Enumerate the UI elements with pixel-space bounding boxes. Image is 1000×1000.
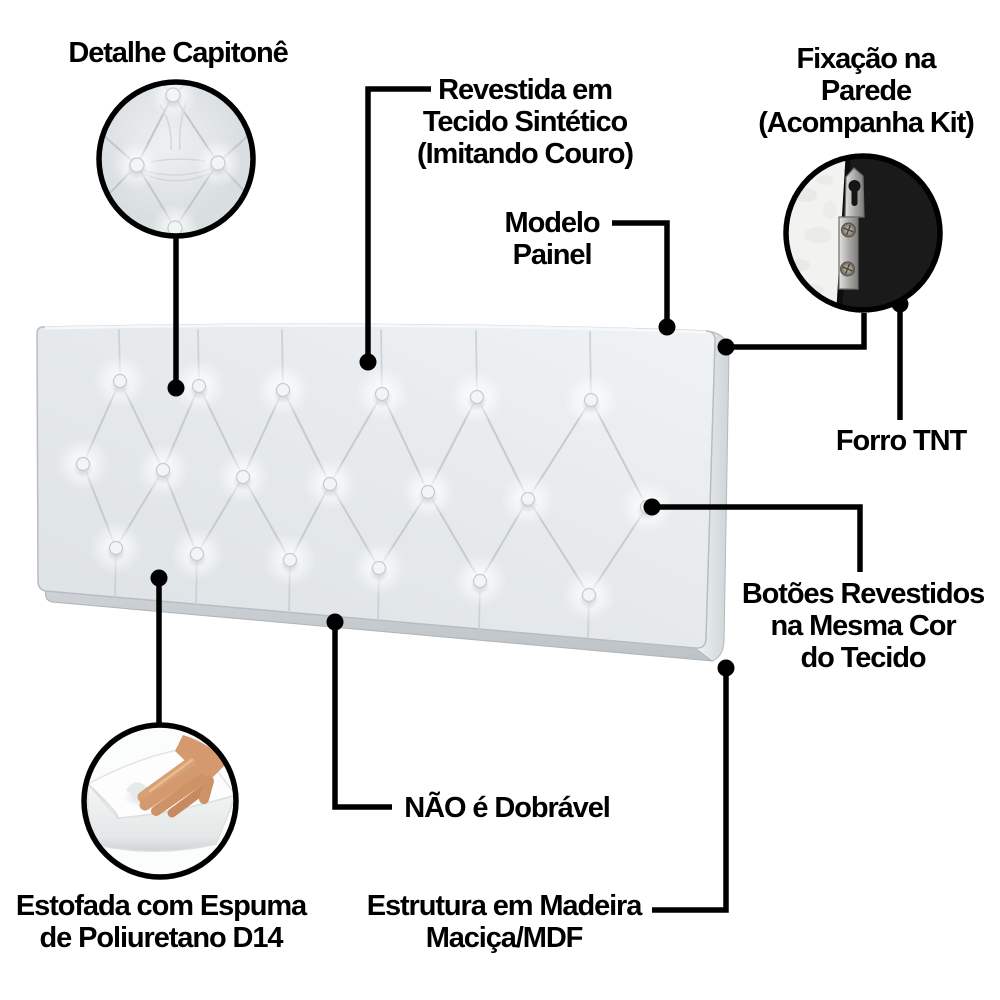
leader-botoes bbox=[652, 504, 863, 572]
label-line: NÃO é Dobrável bbox=[404, 792, 610, 824]
anchor-dot bbox=[167, 379, 185, 397]
fabric-covered-button bbox=[469, 389, 485, 405]
label-line: Detalhe Capitonê bbox=[68, 37, 288, 69]
label-line: Forro TNT bbox=[835, 425, 967, 457]
hand-finger bbox=[151, 774, 207, 816]
label-line: Revestida em bbox=[438, 74, 613, 106]
keyhole-bracket bbox=[838, 167, 865, 290]
leader-nao bbox=[332, 622, 392, 810]
anchor-dot bbox=[359, 353, 377, 371]
tufting-crease-lines bbox=[82, 380, 648, 508]
label-line: Botões Revestidos bbox=[741, 578, 985, 610]
fabric-covered-button bbox=[472, 573, 488, 589]
tufting-crease-lines bbox=[82, 463, 648, 596]
hand-thumb bbox=[199, 776, 214, 804]
hand-highlight bbox=[148, 758, 194, 793]
fabric-covered-button bbox=[520, 491, 536, 507]
fabric-covered-button bbox=[165, 87, 181, 103]
fabric-covered-button bbox=[235, 469, 251, 485]
label-line: Tecido Sintético bbox=[422, 106, 628, 138]
fabric-covered-button bbox=[282, 552, 298, 568]
callout-label-detalhe-capitone: Detalhe Capitonê bbox=[68, 37, 288, 69]
label-line: Painel bbox=[512, 239, 593, 271]
fabric-covered-button bbox=[167, 220, 183, 236]
headboard-illustration bbox=[36, 323, 730, 662]
anchor-dot bbox=[326, 613, 344, 631]
inset-tufting-buttons bbox=[113, 82, 242, 236]
label-line: Fixação na bbox=[796, 43, 937, 75]
fabric-covered-button bbox=[322, 476, 338, 492]
callout-leader-lines bbox=[156, 86, 903, 913]
leader-revestida bbox=[365, 86, 431, 362]
callout-label-forro-tnt: Forro TNT bbox=[835, 425, 967, 457]
fabric-covered-button bbox=[275, 382, 291, 398]
keyhole-slot bbox=[851, 186, 858, 207]
anchor-dot bbox=[150, 569, 168, 587]
inset-ring bbox=[81, 722, 239, 880]
screw-slot bbox=[842, 263, 853, 275]
label-line: Estrutura em Madeira bbox=[366, 890, 643, 922]
fabric-covered-button bbox=[155, 462, 171, 478]
fabric-covered-button bbox=[583, 392, 599, 408]
label-line: Parede bbox=[820, 75, 912, 107]
inset-ring bbox=[783, 153, 943, 313]
fabric-covered-button bbox=[112, 373, 128, 389]
tufting-buttons-layer bbox=[56, 354, 674, 622]
leader-estrutura bbox=[652, 668, 729, 913]
fabric-covered-button bbox=[371, 560, 387, 576]
wall-mount-detail-inset bbox=[783, 153, 943, 313]
fabric-covered-button bbox=[581, 587, 597, 603]
callout-label-fixacao: Fixação na Parede (Acompanha Kit) bbox=[758, 43, 975, 139]
leader-modelo bbox=[612, 220, 670, 327]
capitone-detail-inset bbox=[96, 79, 256, 239]
label-line: de Poliuretano D14 bbox=[39, 922, 284, 954]
label-line: Modelo bbox=[504, 207, 601, 239]
callout-label-nao-dobravel: NÃO é Dobrável bbox=[404, 792, 610, 824]
anchor-dot bbox=[643, 498, 661, 516]
label-line: do Tecido bbox=[800, 642, 927, 674]
fabric-covered-button bbox=[420, 484, 436, 500]
leader-fixacao bbox=[726, 313, 867, 350]
headboard-top-highlight bbox=[44, 323, 707, 334]
tnt-fabric-texture bbox=[790, 175, 837, 296]
callout-label-estrutura: Estrutura em Madeira Maciça/MDF bbox=[366, 890, 643, 954]
hand bbox=[137, 735, 226, 818]
callout-label-revestida: Revestida em Tecido Sintético (Imitando … bbox=[417, 74, 634, 170]
fabric-covered-button bbox=[108, 540, 124, 556]
anchor-dot bbox=[717, 659, 735, 677]
foam-detail-inset bbox=[81, 722, 239, 880]
label-line: Maciça/MDF bbox=[425, 922, 584, 954]
fabric-covered-button bbox=[75, 456, 91, 472]
inset-ring bbox=[96, 79, 256, 239]
fabric-covered-button bbox=[210, 155, 226, 171]
callout-label-modelo-painel: Modelo Painel bbox=[504, 207, 601, 271]
headboard-bottom-face bbox=[45, 590, 714, 662]
hand-finger bbox=[139, 765, 202, 811]
fabric-covered-button bbox=[191, 378, 207, 394]
callout-label-estofada: Estofada com Espuma de Poliuretano D14 bbox=[15, 890, 307, 954]
label-line: (Imitando Couro) bbox=[417, 138, 634, 170]
fabric-covered-button bbox=[129, 157, 145, 173]
label-line: (Acompanha Kit) bbox=[758, 107, 975, 139]
label-line: Estofada com Espuma bbox=[15, 890, 307, 922]
anchor-dot bbox=[658, 318, 676, 336]
screw-slot bbox=[843, 224, 854, 236]
fabric-covered-button bbox=[374, 386, 390, 402]
label-line: na Mesma Cor bbox=[770, 610, 956, 642]
inset-wrinkle-lines bbox=[141, 102, 214, 182]
anchor-dot bbox=[717, 338, 735, 356]
callout-label-botoes: Botões Revestidos na Mesma Cor do Tecido bbox=[741, 578, 985, 674]
fabric-covered-button bbox=[189, 546, 205, 562]
